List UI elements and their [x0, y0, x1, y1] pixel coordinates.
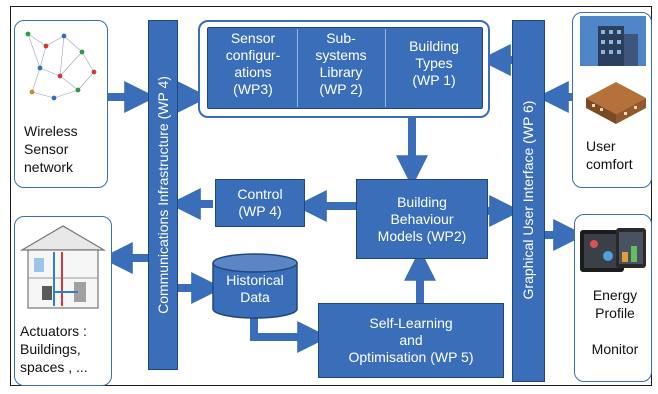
actuators-label: Actuators : Buildings, spaces , ... — [20, 323, 88, 375]
arrow-historical-to-selflearning — [250, 316, 330, 353]
behaviour-models-box: Building Behaviour Models (WP2) — [356, 179, 488, 259]
sensor-network-graphic — [25, 31, 97, 101]
user-comfort-label: User comfort — [586, 138, 633, 172]
building-types-label: Building Types (WP 1) — [409, 38, 459, 88]
subsystems-library-label: Sub- systems Library (WP 2) — [315, 30, 367, 97]
library-divider-2 — [385, 29, 386, 107]
control-label-2: (WP 4) — [238, 203, 282, 219]
comms-infrastructure-label: Communications Infrastructure (WP 4) — [155, 76, 171, 314]
gui-bar — [512, 20, 545, 382]
historical-data-label: Historical Data — [226, 272, 284, 305]
comms-infrastructure-bar — [148, 20, 178, 370]
building-actuators-graphic — [19, 225, 107, 309]
control-box: Control (WP 4) — [215, 179, 305, 227]
wireless-sensor-panel — [14, 20, 108, 188]
sensor-configurations-label: Sensor configur- ations (WP3) — [225, 30, 281, 97]
buildings-graphic — [580, 16, 646, 124]
tablet-graphic — [580, 228, 646, 272]
control-label-1: Control — [237, 186, 283, 202]
library-divider-1 — [297, 29, 298, 107]
self-learning-box: Self-Learning and Optimisation (WP 5) — [318, 303, 504, 378]
energy-profile-label: Energy Profile Monitor — [591, 287, 639, 357]
gui-label: Graphical User Interface (WP 6) — [520, 100, 536, 300]
historical-data-cylinder — [212, 253, 298, 319]
wireless-sensor-label: Wireless Sensor network — [24, 123, 78, 175]
library-inner-box — [207, 27, 483, 109]
